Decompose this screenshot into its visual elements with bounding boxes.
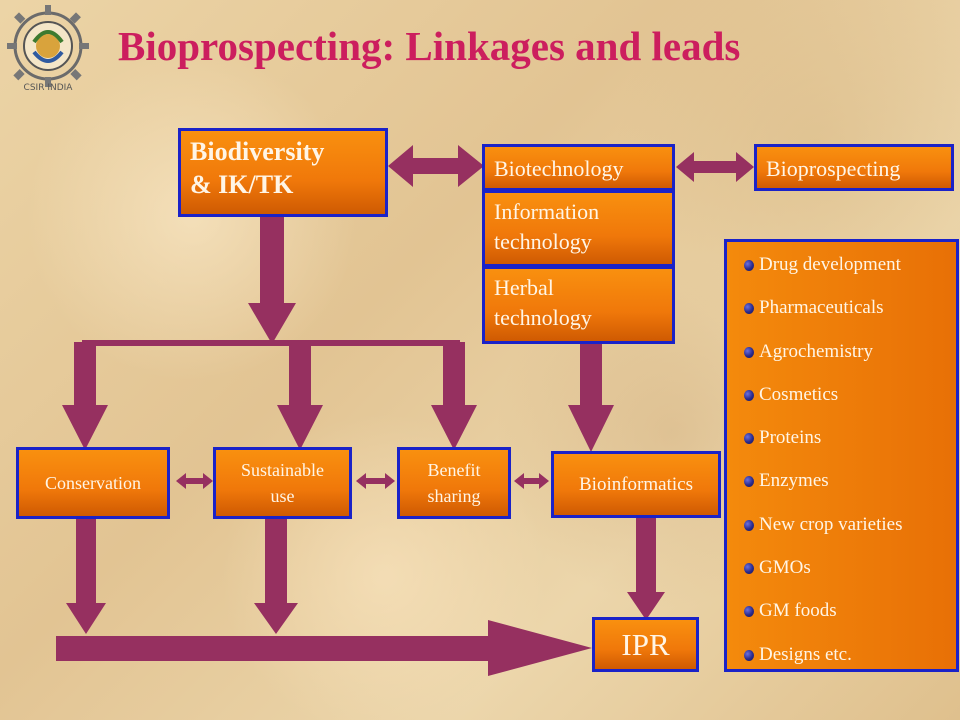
bioinformatics-to-ipr-arrow <box>627 518 665 620</box>
conservation-box: Conservation <box>16 447 170 519</box>
sustainable-use-line1: Sustainable <box>241 460 324 480</box>
long-arrow-to-ipr <box>56 620 592 676</box>
list-item: Designs etc. <box>741 635 956 678</box>
bioprospecting-box: Bioprospecting <box>754 144 954 191</box>
benefit-sharing-box: Benefit sharing <box>397 447 511 519</box>
biodiversity-box: Biodiversity & IK/TK <box>178 128 388 217</box>
down-to-conservation-arrow <box>62 342 108 450</box>
conservation-down-arrow <box>66 519 106 634</box>
benefit-sharing-line1: Benefit <box>427 460 481 480</box>
conservation-sustainable-arrow <box>176 473 213 489</box>
bullet-icon <box>744 563 754 575</box>
list-item: Enzymes <box>741 461 956 504</box>
bullet-icon <box>744 389 754 401</box>
bioinformatics-box: Bioinformatics <box>551 451 721 518</box>
sustainable-use-box: Sustainable use <box>213 447 352 519</box>
sustainable-down-arrow <box>254 519 298 634</box>
bullet-icon <box>744 303 754 315</box>
biotechnology-label: Biotechnology <box>494 156 624 181</box>
bullet-icon <box>744 649 754 661</box>
list-item: GM foods <box>741 591 956 634</box>
bullet-icon <box>744 433 754 445</box>
ipr-label: IPR <box>621 626 670 662</box>
down-to-bioinformatics-arrow <box>568 344 614 452</box>
list-item: Agrochemistry <box>741 332 956 375</box>
bullet-icon <box>744 476 754 488</box>
biodiversity-line2: & IK/TK <box>190 170 294 199</box>
list-item: GMOs <box>741 548 956 591</box>
list-item: Drug development <box>741 245 956 288</box>
herbal-technology-line1: Herbal <box>494 275 554 300</box>
list-item: Proteins <box>741 418 956 461</box>
biotechnology-bioprospecting-arrow <box>676 152 754 182</box>
down-to-sustainable-use-arrow <box>277 342 323 450</box>
sustainable-use-line2: use <box>270 486 295 506</box>
herbal-technology-line2: technology <box>494 305 592 330</box>
conservation-label: Conservation <box>45 473 141 493</box>
list-item: Cosmetics <box>741 375 956 418</box>
bullet-icon <box>744 346 754 358</box>
leads-list-box: Drug development Pharmaceuticals Agroche… <box>724 239 959 672</box>
sustainable-benefit-arrow <box>356 473 395 489</box>
csir-logo: CSIR INDIA <box>7 5 89 93</box>
page-title: Bioprospecting: Linkages and leads <box>118 23 741 69</box>
herbal-technology-box: Herbal technology <box>482 266 675 344</box>
information-technology-box: Information technology <box>482 190 675 267</box>
information-technology-line2: technology <box>494 229 592 254</box>
benefit-sharing-line2: sharing <box>427 486 481 506</box>
biodiversity-down-arrow <box>248 216 296 344</box>
ipr-box: IPR <box>592 617 699 672</box>
bullet-icon <box>744 519 754 531</box>
biodiversity-line1: Biodiversity <box>190 137 325 166</box>
down-to-benefit-sharing-arrow <box>431 342 477 450</box>
bioprospecting-label: Bioprospecting <box>766 156 901 181</box>
distribution-bar <box>82 340 460 346</box>
biodiversity-biotechnology-arrow <box>388 145 484 187</box>
benefit-bioinformatics-arrow <box>514 473 549 489</box>
leads-list: Drug development Pharmaceuticals Agroche… <box>741 245 956 678</box>
information-technology-line1: Information <box>494 199 600 224</box>
bioinformatics-label: Bioinformatics <box>579 473 693 495</box>
bullet-icon <box>744 260 754 271</box>
bullet-icon <box>744 606 754 618</box>
list-item: New crop varieties <box>741 505 956 548</box>
svg-text:CSIR INDIA: CSIR INDIA <box>24 83 74 93</box>
biotechnology-box: Biotechnology <box>482 144 675 191</box>
list-item: Pharmaceuticals <box>741 288 956 331</box>
